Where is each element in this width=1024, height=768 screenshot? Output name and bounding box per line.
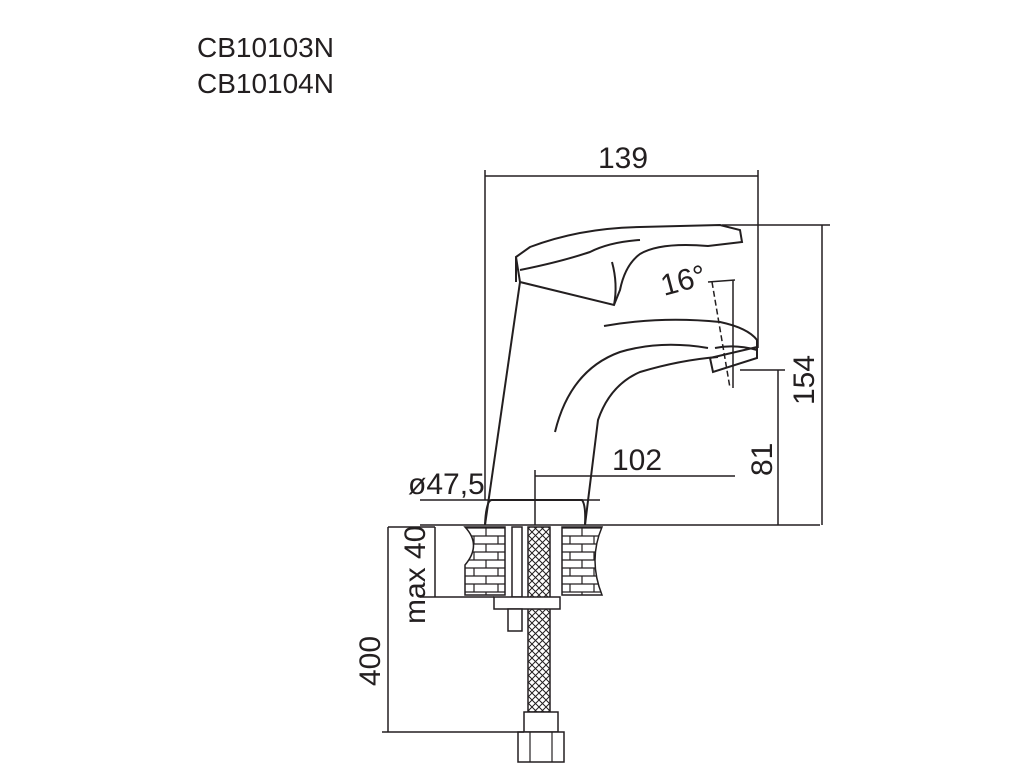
dimension-max-thickness-label: max 40 (399, 526, 432, 624)
faucet-body (484, 223, 758, 526)
dimension-diameter-label: ø47,5 (408, 468, 485, 501)
countertop-section (420, 524, 820, 763)
model-code: CB10104N (197, 68, 334, 99)
dimension-hose-length-label: 400 (354, 636, 387, 686)
dimension-spout-height-label: 81 (746, 443, 779, 476)
dimension-lines (382, 170, 830, 733)
dimension-angle-label: 16° (657, 259, 709, 303)
model-list: CB10103N CB10104N (197, 30, 334, 102)
dimension-width-label: 139 (598, 142, 648, 175)
dimension-height-label: 154 (788, 355, 821, 405)
dimension-reach-label: 102 (612, 444, 662, 477)
model-code: CB10103N (197, 32, 334, 63)
